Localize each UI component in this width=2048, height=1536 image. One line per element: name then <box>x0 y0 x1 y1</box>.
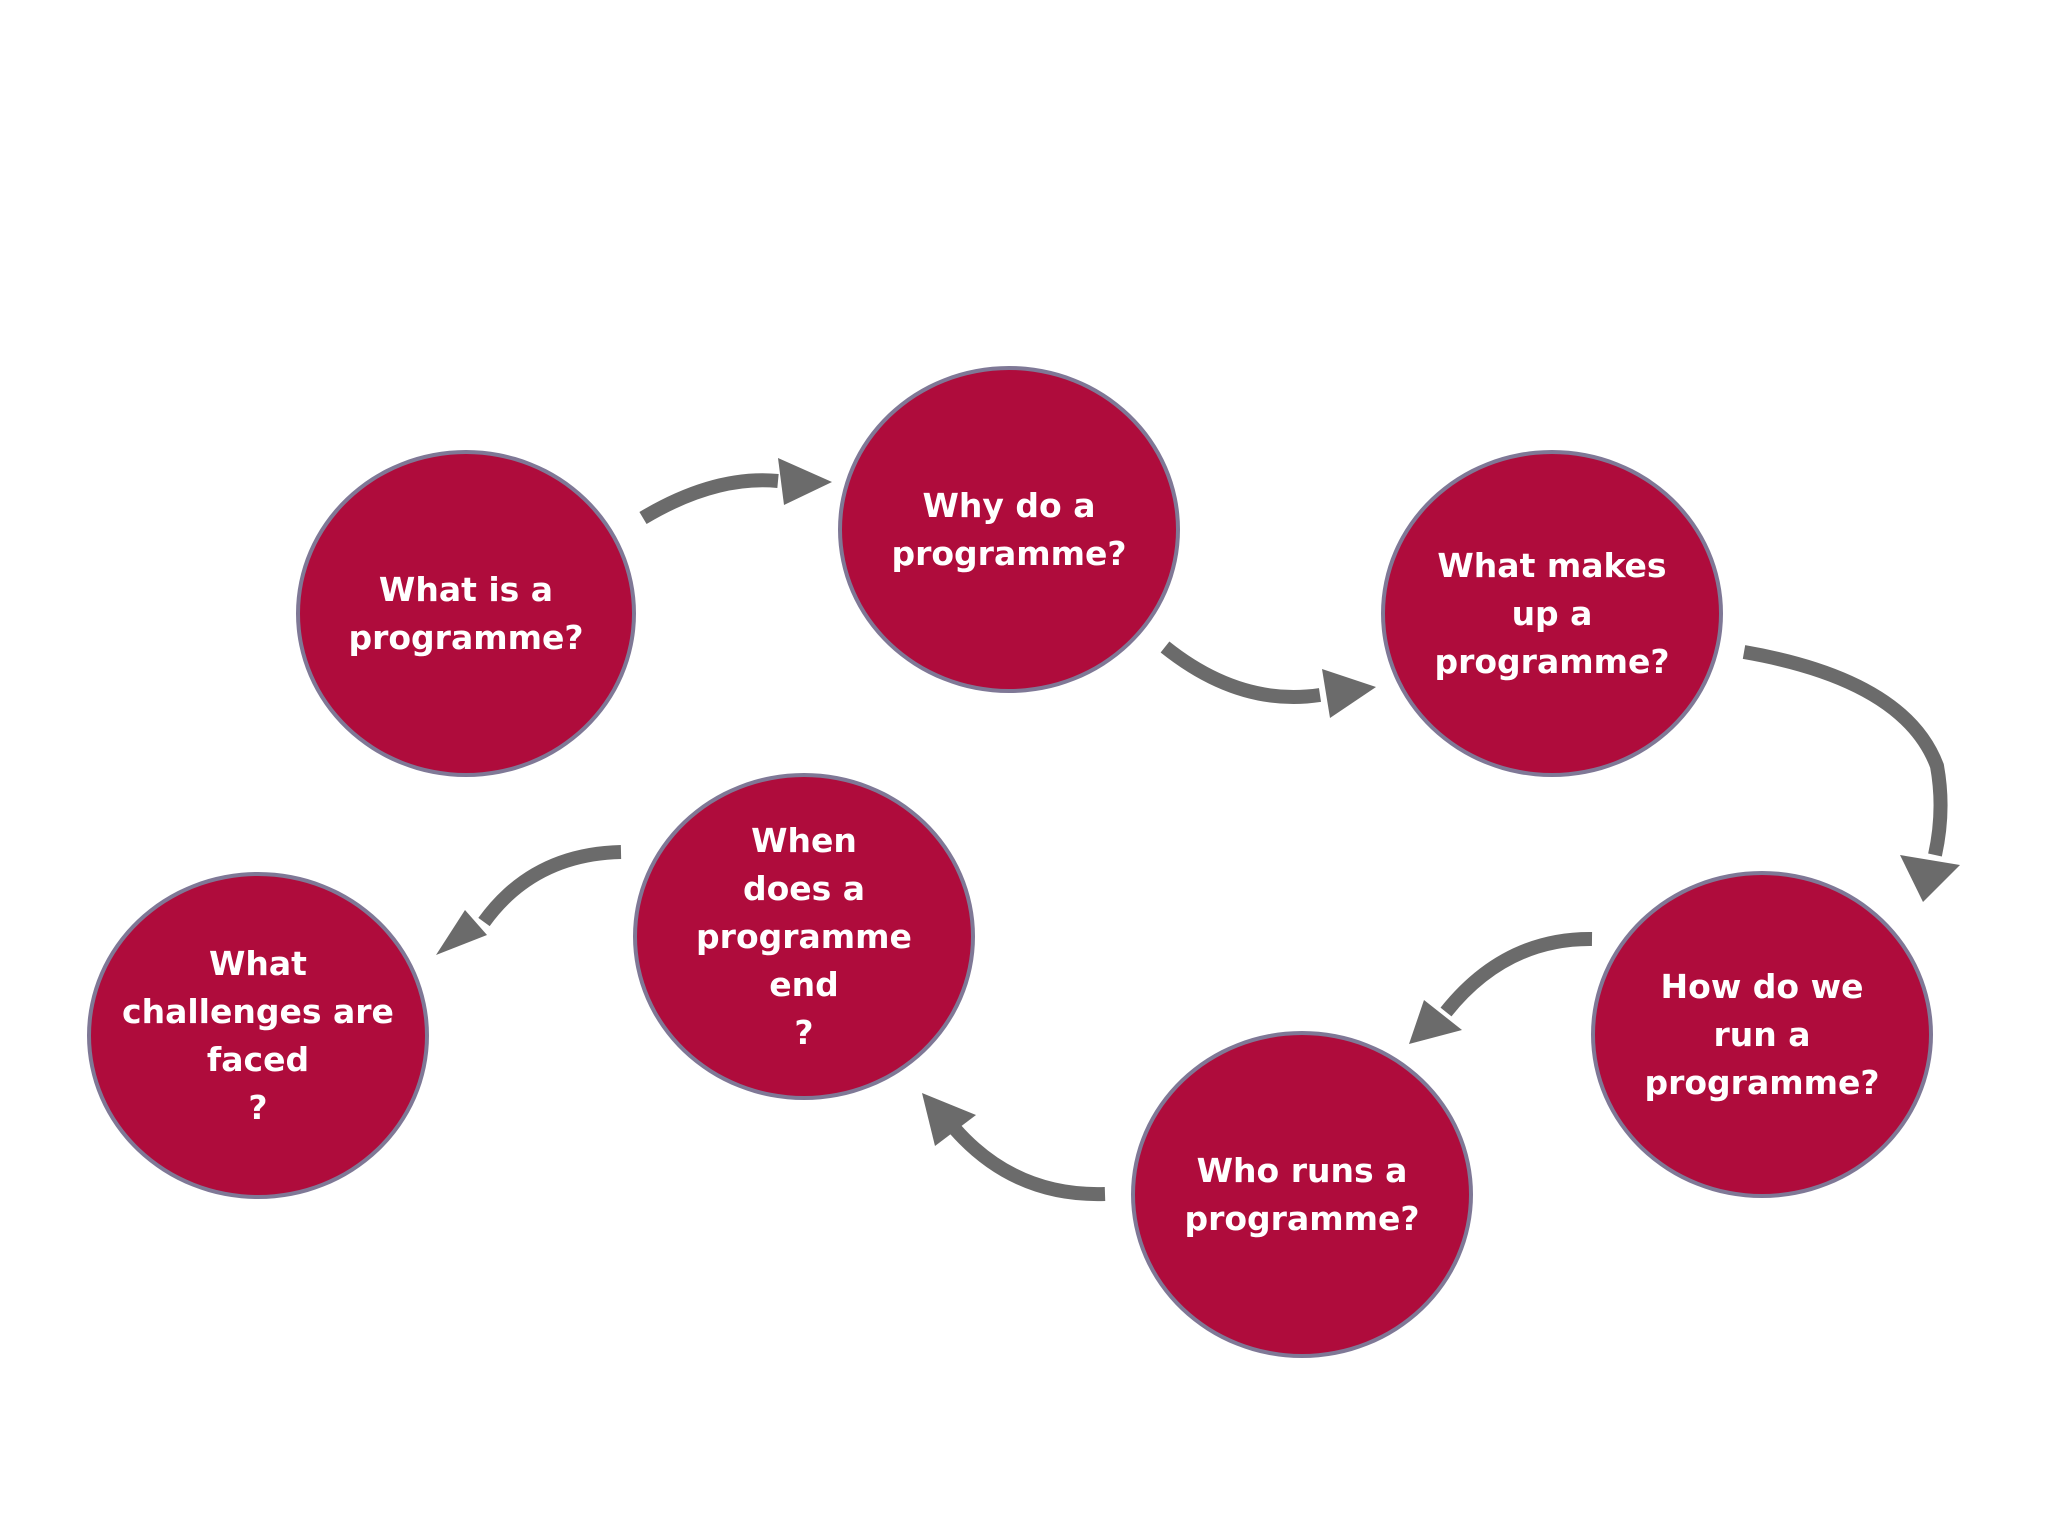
node-label-line: run a <box>1713 1014 1811 1054</box>
node-label-line: does a <box>742 868 866 908</box>
node-label-line: faced <box>206 1039 310 1079</box>
node-label-line: programme? <box>348 617 584 657</box>
arrow-1-to-2 <box>639 458 832 525</box>
arrow-3-to-4 <box>1742 645 1960 902</box>
node-label-line: programme? <box>1434 641 1670 681</box>
node-how-do-we-run-a-programme: How do we run a programme? <box>1591 871 1933 1198</box>
node-what-makes-up-a-programme: What makes up a programme? <box>1381 450 1723 777</box>
node-when-does-a-programme-end: When does a programme end ? <box>633 773 975 1100</box>
node-why-do-a-programme: Why do a programme? <box>838 366 1180 693</box>
arrow-5-to-6 <box>922 1093 1106 1202</box>
node-label-line: programme <box>696 916 912 956</box>
node-label-line: Who runs a <box>1196 1150 1408 1190</box>
node-label-line: up a <box>1511 593 1593 633</box>
node-label: Who runs a programme? <box>1184 1147 1419 1243</box>
node-label-line: What is a <box>378 569 554 609</box>
node-label: What is a programme? <box>348 566 583 662</box>
node-what-is-a-programme: What is a programme? <box>296 450 636 777</box>
node-label: How do we run a programme? <box>1644 963 1879 1107</box>
node-label-line: When <box>751 820 857 860</box>
node-label-line: challenges are <box>122 991 394 1031</box>
node-label: What makes up a programme? <box>1434 542 1669 686</box>
node-label-line: What <box>209 943 307 983</box>
node-label-line: What makes <box>1437 545 1667 585</box>
node-label-line: Why do a <box>922 485 1096 525</box>
node-label: What challenges are faced ? <box>122 940 394 1132</box>
arrow-2-to-3 <box>1160 641 1376 718</box>
arrow-4-to-5 <box>1409 931 1593 1044</box>
node-what-challenges-are-faced: What challenges are faced ? <box>87 872 429 1199</box>
node-who-runs-a-programme: Who runs a programme? <box>1131 1031 1473 1358</box>
node-label-line: ? <box>248 1087 268 1127</box>
node-label-line: programme? <box>1644 1062 1880 1102</box>
node-label-line: end <box>769 964 839 1004</box>
arrow-6-to-7 <box>436 845 622 955</box>
node-label: Why do a programme? <box>891 482 1126 578</box>
node-label-line: programme? <box>1184 1198 1420 1238</box>
node-label-line: ? <box>794 1012 814 1052</box>
node-label: When does a programme end ? <box>696 817 912 1057</box>
node-label-line: programme? <box>891 533 1127 573</box>
node-label-line: How do we <box>1660 966 1864 1006</box>
